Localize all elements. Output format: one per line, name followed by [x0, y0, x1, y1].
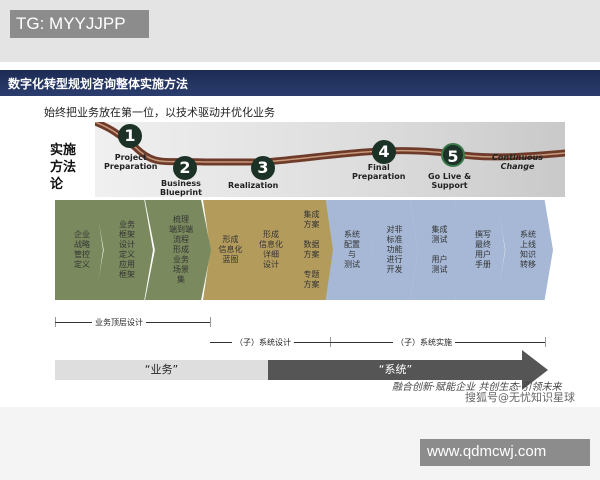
phase-label-business-design: 业务顶层设计: [92, 317, 146, 328]
stage-4-icon: 4: [372, 140, 396, 164]
stage-2-icon: 2: [173, 156, 197, 180]
process-step-10: 撰写 最终 用户 手册: [455, 200, 505, 300]
process-step-3: 梳理 端到端 流程 形成 业务 场景 集: [145, 200, 211, 300]
watermark-bottom: www.qdmcwj.com: [420, 439, 590, 466]
process-step-8: 对非 标准 功能 进行 开发: [365, 200, 418, 300]
slide-title: 数字化转型规划咨询整体实施方法: [0, 70, 600, 96]
process-step-4: 形成 信息化 蓝图: [203, 200, 252, 300]
stage-5-icon: 5: [441, 143, 465, 167]
methodology-label: 实施方法论: [50, 143, 77, 192]
process-step-6: 集成 方案 数据 方案 专题 方案: [284, 200, 333, 300]
stage-3-icon: 3: [251, 156, 275, 180]
slide-subtitle: 始终把业务放在第一位，以技术驱动并优化业务: [44, 106, 275, 119]
process-step-7: 系统 配置 与 测试: [325, 200, 373, 300]
process-step-11: 系统 上线 知识 转移: [497, 200, 553, 300]
stage-3-label: Realization: [228, 181, 279, 190]
watermark-top: TG: MYYJJPP: [10, 10, 149, 38]
stage-1-label: Project Preparation: [104, 153, 158, 171]
stage-5-label: Go Live & Support: [428, 172, 472, 190]
arrow-business: “业务”: [55, 360, 268, 380]
arrow-system: “系统”: [268, 360, 523, 380]
phase-label-system-implementation: （子）系统实施: [393, 337, 455, 348]
phase-label-system-design: （子）系统设计: [232, 337, 294, 348]
process-step-5: 形成 信息化 详细 设计: [244, 200, 292, 300]
stage-2-label: Business Blueprint: [160, 179, 202, 197]
process-step-9: 集成 测试 用户 测试: [410, 200, 463, 300]
arrow-head: [522, 350, 548, 390]
sohu-watermark: 搜狐号@无忧知识星球: [465, 391, 575, 404]
stage-1-icon: 1: [118, 124, 142, 148]
continuous-change-label: Continuous Change: [492, 153, 543, 171]
stage-4-label: Final Preparation: [352, 163, 406, 181]
process-step-1: 企业 战略 管控 定义: [55, 200, 103, 300]
slogan: 融合创新·赋能企业 共创生态·引领未来: [392, 382, 562, 393]
process-step-2: 业务 框架 设计 定义 应用 框架: [95, 200, 153, 300]
